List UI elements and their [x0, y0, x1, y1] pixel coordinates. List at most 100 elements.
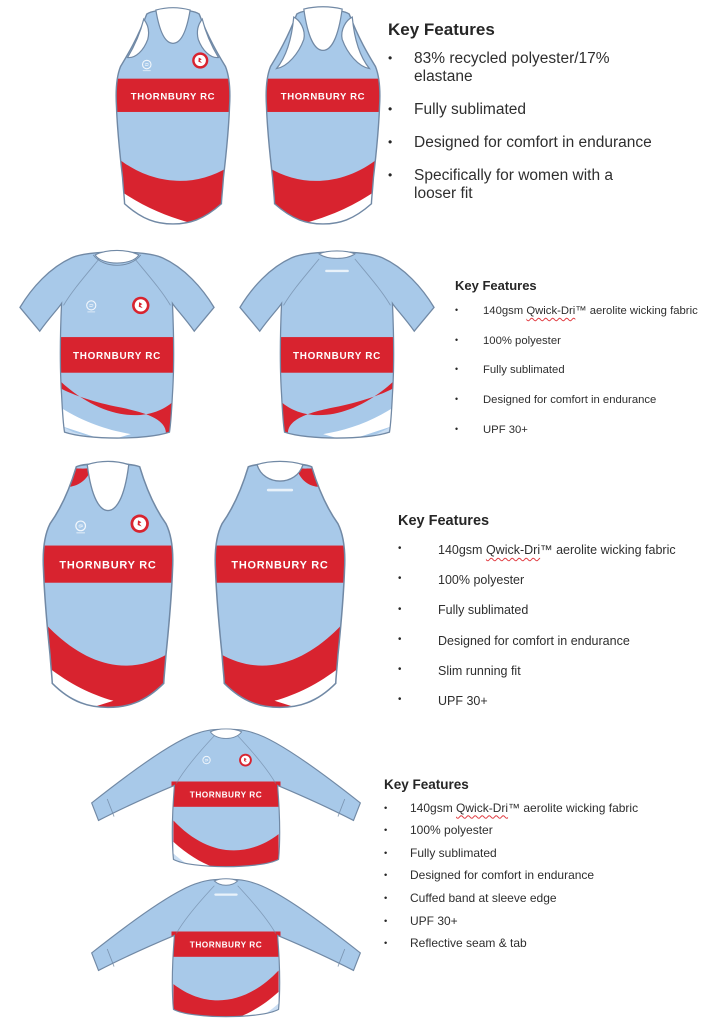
- raglan-seams: [176, 735, 276, 784]
- feature-text: Specifically for women with a looser fit: [414, 166, 613, 202]
- club-badge: [239, 753, 252, 767]
- long-sleeve-back-image: THORNBURY RC: [90, 878, 362, 1018]
- maker-logo: [141, 59, 152, 72]
- bullet-glyph: •: [398, 543, 402, 554]
- feature-item: • Reflective seam & tab: [384, 936, 724, 952]
- womens-vest-front-image: THORNBURY RC: [115, 7, 231, 225]
- bullet-glyph: •: [388, 51, 393, 66]
- long-sleeve-front-image: THORNBURY RC: [90, 728, 362, 868]
- club-badge: [130, 514, 149, 533]
- cuff-seams: [106, 948, 346, 967]
- feature-item: • Designed for comfort in endurance: [455, 393, 727, 408]
- feature-item: •Designed for comfort in endurance: [384, 868, 724, 884]
- armhole-cutout: [126, 17, 150, 59]
- armhole-cutout: [196, 17, 220, 59]
- chest-band: [171, 931, 281, 957]
- raglan-seams: [63, 258, 171, 306]
- feature-item: • Cuffed band at sleeve edge: [384, 891, 724, 907]
- feature-item: •100% polyester: [384, 823, 724, 839]
- brand-name: Qwick-Dri: [485, 542, 541, 557]
- neckline-cutout: [155, 7, 191, 44]
- tee-back-image: THORNBURY RC: [239, 250, 435, 439]
- chest-band: [116, 78, 230, 112]
- feature-text: 140gsm Qwick-Dri™ aerolite wicking fabri…: [438, 542, 676, 557]
- tee-front-image: THORNBURY RC: [19, 249, 215, 439]
- feature-item: •100% polyester: [398, 572, 724, 588]
- feature-text: 100% polyester: [410, 823, 493, 838]
- feature-text: UPF 30+: [483, 423, 528, 436]
- feature-item: • 83% recycled polyester/17% elastane: [388, 50, 688, 86]
- feature-text: Designed for comfort in endurance: [414, 133, 652, 151]
- feature-text: Slim running fit: [438, 663, 521, 678]
- feature-text: Fully sublimated: [414, 100, 526, 118]
- key-features-list: • 140gsm Qwick-Dri™ aerolite wicking fabr…: [384, 801, 724, 952]
- vest-back-image: THORNBURY RC: [214, 460, 346, 709]
- bullet-glyph: •: [388, 168, 393, 183]
- feature-text: Designed for comfort in endurance: [483, 393, 657, 406]
- chest-band: [171, 781, 281, 807]
- feature-text: 140gsm Qwick-Dri™ aerolite wicking fabri…: [410, 800, 639, 815]
- bullet-glyph: •: [455, 334, 459, 345]
- key-features-womens-vest: Key Features •83% recycled polyester/17%…: [388, 20, 688, 218]
- maker-wordmark: [266, 488, 294, 492]
- neckline-cutout: [318, 250, 356, 259]
- bullet-glyph: •: [384, 802, 388, 813]
- brand-name: Qwick-Dri: [456, 800, 509, 815]
- bullet-glyph: •: [384, 847, 388, 858]
- feature-item: • Slim running fit: [398, 663, 724, 679]
- bullet-glyph: •: [455, 304, 459, 315]
- key-features-tee: Key Features •140gsm Qwick-Dri™ aerolite…: [455, 278, 727, 452]
- feature-text: Reflective seam & tab: [410, 936, 527, 951]
- bullet-glyph: •: [398, 664, 402, 675]
- neckline-cutout: [213, 878, 239, 886]
- bullet-glyph: •: [455, 364, 459, 375]
- cuff-seams: [106, 798, 346, 817]
- feature-item: •UPF 30+: [384, 914, 724, 930]
- neckline-cutout: [209, 728, 243, 739]
- bullet-glyph: •: [384, 893, 388, 904]
- key-features-list: • 83% recycled polyester/17% elastane • Ful…: [388, 50, 688, 203]
- feature-item: • 140gsm Qwick-Dri™ aerolite wicking fabr…: [384, 801, 724, 817]
- feature-text: 100% polyester: [438, 573, 525, 588]
- feature-text: UPF 30+: [410, 913, 458, 928]
- club-name-print: THORNBURY RC: [293, 351, 381, 362]
- neckline-cutout: [94, 249, 140, 264]
- racerback-cutout: [341, 16, 371, 70]
- club-name-print: THORNBURY RC: [73, 351, 161, 362]
- neckline-cutout: [86, 460, 130, 512]
- feature-item: •Fully sublimated: [398, 602, 724, 618]
- feature-text: Designed for comfort in endurance: [438, 633, 630, 648]
- raglan-seams: [283, 258, 391, 306]
- club-name-print: THORNBURY RC: [59, 560, 156, 572]
- raglan-seams: [176, 885, 276, 934]
- neckline-cutout: [256, 460, 304, 482]
- maker-logo: [318, 31, 328, 42]
- feature-text: Fully sublimated: [483, 364, 565, 377]
- maker-logo: [75, 520, 87, 534]
- feature-item: •140gsm Qwick-Dri™ aerolite wicking fabr…: [455, 304, 727, 319]
- club-name-print: THORNBURY RC: [231, 560, 328, 572]
- feature-text: 83% recycled polyester/17% elastane: [414, 49, 610, 85]
- bullet-glyph: •: [455, 393, 459, 404]
- vest-front-image: THORNBURY RC: [42, 460, 174, 709]
- key-features-long-sleeve: Key Features • 140gsm Qwick-Dri™ aerolite…: [384, 776, 724, 959]
- feature-item: •UPF 30+: [455, 423, 727, 438]
- chest-band: [266, 78, 380, 112]
- racerback-cutout: [275, 16, 305, 70]
- club-name-print: THORNBURY RC: [190, 791, 262, 800]
- womens-vest-back-image: THORNBURY RC: [265, 6, 381, 225]
- club-badge: [192, 52, 209, 69]
- key-features-heading: Key Features: [384, 777, 469, 792]
- bullet-glyph: •: [384, 938, 388, 949]
- maker-logo: [202, 755, 211, 765]
- feature-item: • Fully sublimated: [455, 363, 727, 378]
- feature-item: •Designed for comfort in endurance: [398, 633, 724, 649]
- maker-wordmark: [325, 269, 349, 273]
- bullet-glyph: •: [388, 135, 393, 150]
- feature-item: •100% polyester: [455, 334, 727, 349]
- key-features-list: •140gsm Qwick-Dri™ aerolite wicking fabr…: [455, 304, 727, 437]
- feature-text: Cuffed band at sleeve edge: [410, 890, 557, 905]
- collar: [92, 254, 142, 266]
- chest-band: [215, 545, 345, 583]
- key-features-heading: Key Features: [455, 278, 537, 293]
